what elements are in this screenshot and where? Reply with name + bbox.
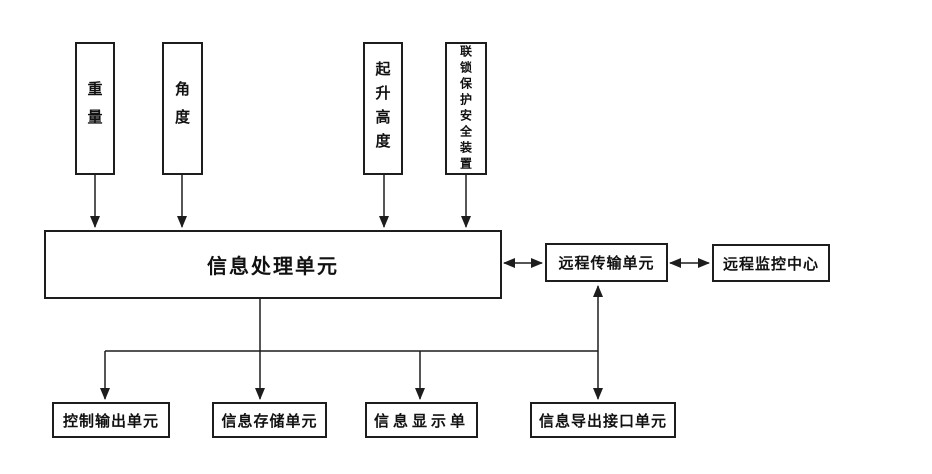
info-processing-unit-box: 信息处理单元 (44, 230, 502, 299)
remote-transmission-unit-label: 远程传输单元 (558, 254, 655, 272)
info-storage-unit-box: 信息存储单元 (212, 402, 327, 438)
remote-transmission-unit-box: 远程传输单元 (545, 243, 668, 282)
sensor-angle-label: 角度 (173, 80, 191, 137)
sensor-hoist-height-label: 起升高度 (373, 60, 392, 157)
info-display-unit-label: 信息显示单 (373, 411, 469, 430)
info-export-interface-unit-label: 信息导出接口单元 (538, 411, 667, 430)
remote-monitoring-center-label: 远程监控中心 (722, 254, 819, 273)
remote-monitoring-center-box: 远程监控中心 (712, 244, 830, 282)
info-storage-unit-label: 信息存储单元 (221, 411, 318, 430)
sensor-weight-box: 重量 (75, 42, 115, 175)
sensor-hoist-height-box: 起升高度 (363, 42, 403, 175)
interlock-safety-device-box: 联锁保护安全装置 (445, 42, 487, 175)
control-output-unit-box: 控制输出单元 (52, 402, 170, 438)
info-export-interface-unit-box: 信息导出接口单元 (530, 402, 676, 438)
info-display-unit-box: 信息显示单 (365, 402, 478, 438)
interlock-safety-device-label: 联锁保护安全装置 (458, 44, 473, 173)
sensor-angle-box: 角度 (162, 42, 203, 175)
info-processing-unit-label: 信息处理单元 (207, 254, 339, 278)
sensor-weight-label: 重量 (85, 80, 104, 137)
control-output-unit-label: 控制输出单元 (62, 411, 159, 430)
